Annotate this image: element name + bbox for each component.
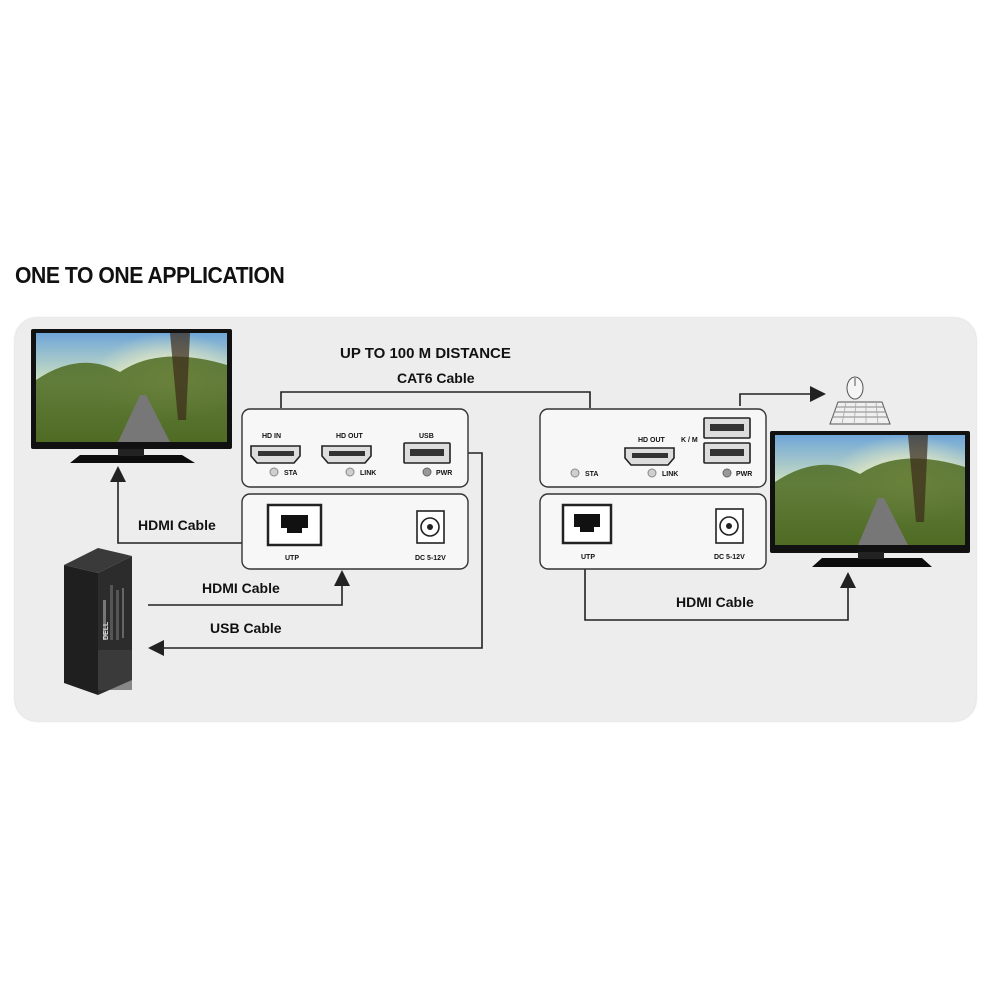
pc-tower-icon: DELL: [64, 548, 132, 695]
keyboard-icon: [829, 401, 891, 425]
rj45-port-icon: [561, 503, 613, 545]
distance-label: UP TO 100 M DISTANCE: [340, 345, 511, 362]
hdmi-port-icon: [624, 447, 675, 466]
receiver-rear-panel: UTP DC 5-12V: [539, 493, 767, 570]
transmitter-rear-panel: UTP DC 5-12V: [241, 493, 469, 570]
tx-link-label: LINK: [360, 470, 376, 477]
usb-port-icon: [403, 442, 451, 464]
rx-utp-label: UTP: [581, 554, 595, 561]
led-icon: [422, 467, 432, 477]
rx-pwr-label: PWR: [736, 471, 752, 478]
rj45-port-icon: [266, 503, 323, 547]
usb-port-icon: [703, 442, 751, 464]
source-tv-icon: [31, 329, 232, 463]
rx-km-label: K / M: [681, 437, 698, 444]
cat6-label: CAT6 Cable: [397, 370, 475, 386]
usb-port-icon: [703, 417, 751, 439]
tx-hd-in-label: HD IN: [262, 433, 281, 440]
hdmi-port-icon: [321, 445, 372, 464]
rx-dc-label: DC 5-12V: [714, 554, 745, 561]
km-line: [739, 386, 826, 406]
rx-hd-out-label: HD OUT: [638, 437, 666, 444]
tx-dc-label: DC 5-12V: [415, 555, 446, 562]
hdmi-port-icon: [250, 445, 301, 464]
tx-hd-out-label: HD OUT: [336, 433, 364, 440]
pc-brand-label: DELL: [103, 621, 110, 640]
receiver-front-panel: HD OUT K / M STA LINK PWR: [539, 408, 767, 488]
hdmi-from-pc-line: [148, 570, 350, 606]
hdmi-to-rx-tv-label: HDMI Cable: [676, 594, 754, 610]
rx-link-label: LINK: [662, 471, 678, 478]
tx-utp-label: UTP: [285, 555, 299, 562]
dc-jack-icon: [416, 510, 445, 544]
transmitter-front-panel: HD IN HD OUT USB STA LINK PWR: [241, 408, 469, 488]
led-icon: [647, 468, 657, 478]
led-icon: [570, 468, 580, 478]
page-title: ONE TO ONE APPLICATION: [15, 262, 285, 288]
cat6-cable-line: [280, 391, 591, 408]
led-icon: [345, 467, 355, 477]
tx-sta-label: STA: [284, 470, 297, 477]
dc-jack-icon: [715, 508, 744, 544]
hdmi-from-pc-label: HDMI Cable: [202, 580, 280, 596]
mouse-icon: [846, 376, 864, 400]
hdmi-to-tv-line: [110, 466, 242, 544]
usb-to-pc-label: USB Cable: [210, 620, 282, 636]
display-tv-icon: [770, 431, 970, 567]
led-icon: [722, 468, 732, 478]
hdmi-to-tv-label: HDMI Cable: [138, 517, 216, 533]
tx-usb-label: USB: [419, 433, 434, 440]
hdmi-to-rx-tv-line: [584, 550, 856, 621]
rx-sta-label: STA: [585, 471, 598, 478]
led-icon: [269, 467, 279, 477]
tx-pwr-label: PWR: [436, 470, 452, 477]
